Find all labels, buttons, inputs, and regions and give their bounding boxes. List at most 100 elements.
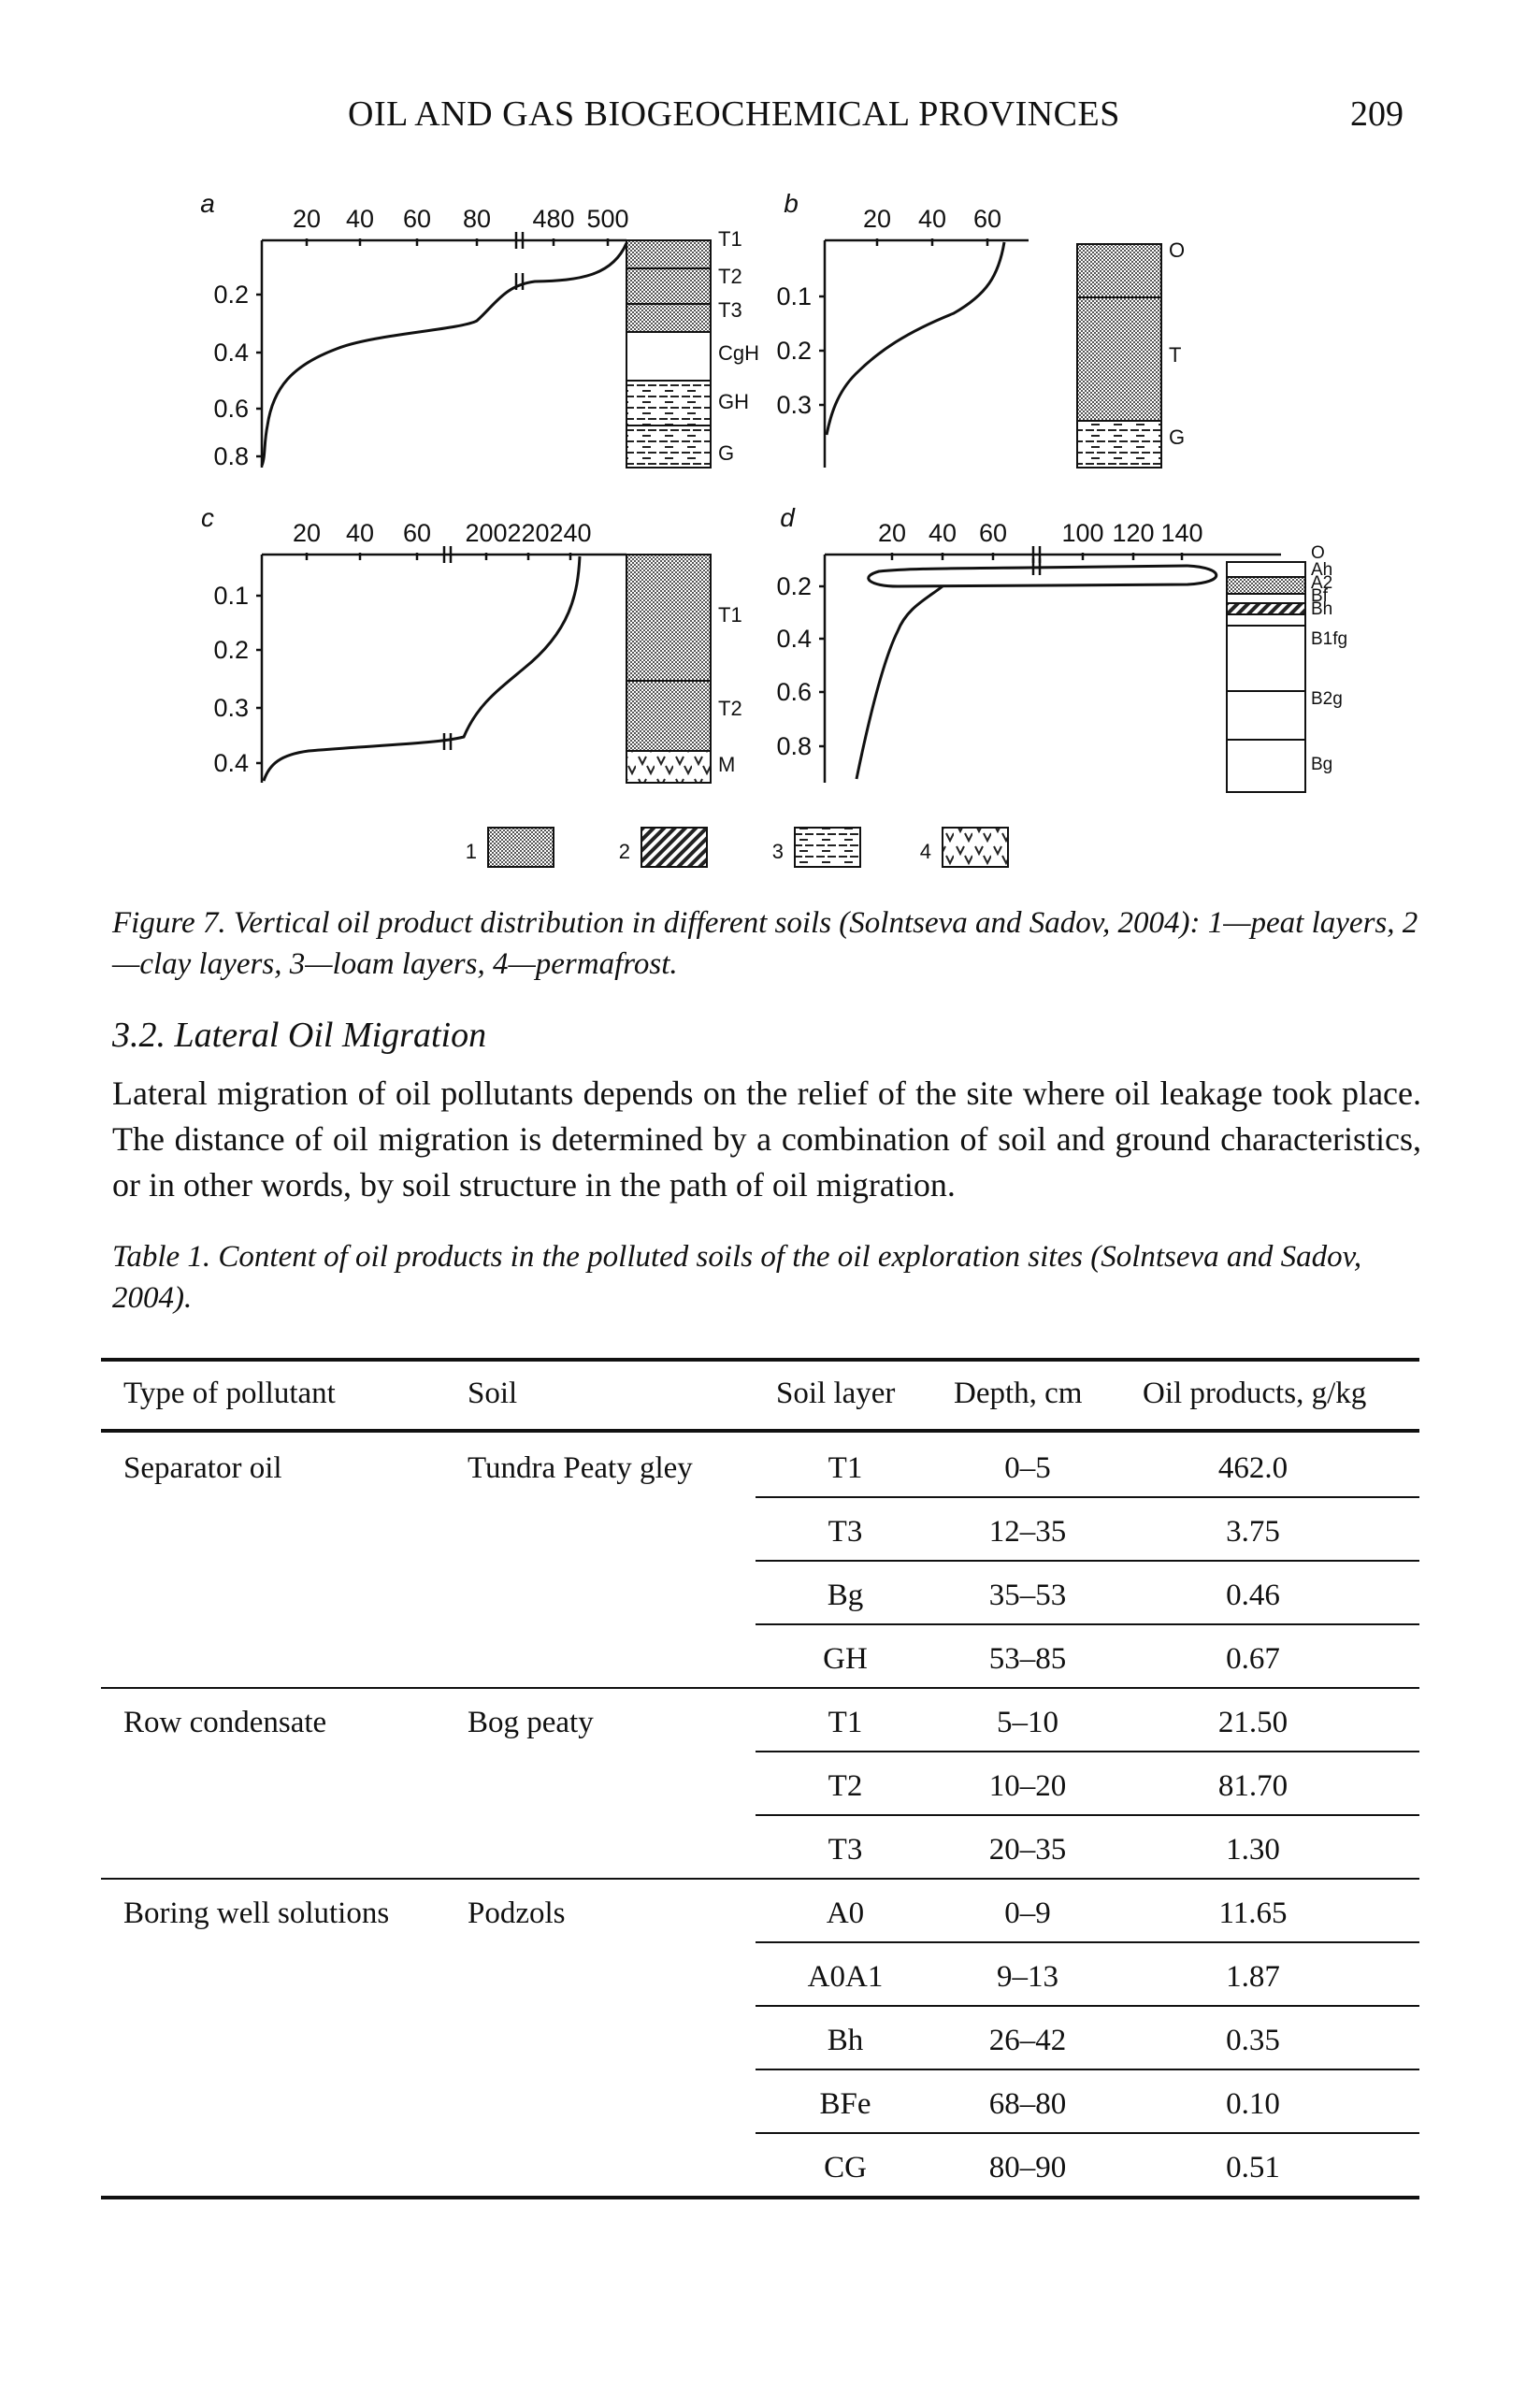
row-separator	[756, 1941, 1419, 1943]
panel-a-x-tick-label: 60	[403, 205, 431, 233]
pollutant-cell: Boring well solutions	[123, 1896, 390, 1930]
body-paragraph: Lateral migration of oil pollutants depe…	[112, 1074, 1421, 1204]
panel-d-layer-bh	[1226, 613, 1306, 627]
panel-b-layer-t	[1076, 296, 1162, 422]
depth-cell: 26–42	[988, 2024, 1067, 2057]
depth-cell: 9–13	[997, 1960, 1058, 1994]
panel-a-y-tick-label: 0.6	[213, 395, 249, 423]
panel-c-layer-label: M	[718, 753, 735, 776]
panel-c-layer-m	[626, 750, 712, 784]
panel-b-curve	[825, 241, 1006, 436]
soil-layer-cell: Bh	[827, 2024, 864, 2057]
soil-cell: Bog peaty	[468, 1706, 594, 1739]
column-header-depth: Depth, cm	[954, 1377, 1083, 1410]
oil-products-cell: 81.70	[1217, 1769, 1288, 1803]
panel-d-y-tick-label: 0.6	[776, 678, 812, 706]
depth-cell: 53–85	[988, 1642, 1067, 1676]
soil-layer-cell: Bg	[827, 1579, 864, 1612]
panel-c-x-tick-label: 40	[346, 519, 374, 547]
soil-layer-cell: A0	[826, 1896, 865, 1930]
soil-layer-cell: T1	[828, 1706, 863, 1739]
row-separator	[756, 1496, 1419, 1498]
panel-d-layer-b1fg	[1226, 625, 1306, 692]
panel-b-letter: b	[784, 192, 799, 218]
panel-c-layer-label: T1	[718, 603, 742, 627]
oil-products-cell: 11.65	[1218, 1896, 1288, 1930]
table-bottom-rule	[101, 2196, 1419, 2199]
oil-products-cell: 0.35	[1226, 2024, 1280, 2057]
legend-number: 2	[619, 840, 630, 863]
panel-a-x-tick-label: 500	[586, 205, 628, 233]
panel-d-curve-upper	[867, 564, 1218, 588]
panel-d-layer-bf	[1226, 602, 1306, 615]
oil-products-cell: 0.51	[1226, 2151, 1280, 2185]
table-caption: Table 1. Content of oil products in the …	[112, 1240, 1362, 1315]
column-header-soil-layer: Soil layer	[776, 1377, 896, 1410]
panel-a-layer-t1	[626, 239, 712, 269]
panel-a-x-tick-label: 480	[532, 205, 574, 233]
panel-a-layer-t3	[626, 303, 712, 333]
panel-c-x-tick-label: 240	[549, 519, 591, 547]
panel-c-y-tick-label: 0.1	[213, 582, 249, 610]
legend-peat-swatch	[487, 827, 554, 868]
row-separator	[756, 2069, 1419, 2070]
soil-layer-cell: A0A1	[807, 1960, 884, 1994]
panel-a-y-tick-label: 0.2	[213, 281, 249, 309]
row-separator	[756, 1814, 1419, 1816]
oil-products-cell: 0.10	[1226, 2087, 1280, 2121]
panel-d-layer-label: Bg	[1311, 755, 1332, 774]
panel-d-layer-label: Bh	[1311, 599, 1332, 619]
table-header-rule	[101, 1429, 1419, 1433]
depth-cell: 68–80	[988, 2087, 1067, 2121]
pollutant-cell: Separator oil	[123, 1451, 282, 1485]
panel-d-layer-bg	[1226, 739, 1306, 793]
panel-d-layer-a2	[1226, 593, 1306, 604]
panel-d-layer-label: O	[1311, 543, 1325, 563]
panel-b-layer-label: T	[1169, 343, 1181, 367]
panel-c-x-tick-label: 20	[293, 519, 321, 547]
panel-a-curve	[260, 242, 628, 467]
running-title: OIL AND GAS BIOGEOCHEMICAL PROVINCES	[348, 94, 1120, 134]
panel-a-layer-label: T1	[718, 227, 742, 251]
panel-a-y-tick-label: 0.8	[213, 442, 249, 470]
panel-d-y-tick-label: 0.8	[776, 732, 812, 760]
oil-products-cell: 462.0	[1217, 1451, 1288, 1485]
row-separator	[756, 1751, 1419, 1752]
panel-c-layer-t2	[626, 680, 712, 752]
panel-a-layer-label: CgH	[718, 341, 759, 365]
depth-cell: 5–10	[997, 1706, 1058, 1739]
panel-d-layer-label: Bf	[1311, 586, 1329, 606]
panel-a-x-tick-label: 20	[293, 205, 321, 233]
section-heading: 3.2. Lateral Oil Migration	[112, 1016, 487, 1055]
table-top-rule	[101, 1358, 1419, 1362]
column-header-pollutant: Type of pollutant	[123, 1377, 336, 1410]
panel-c-y-tick-label: 0.4	[213, 749, 249, 777]
panel-b-layer-label: O	[1169, 238, 1185, 262]
panel-b-layer-o	[1076, 243, 1162, 298]
panel-d-y-tick-label: 0.4	[776, 625, 812, 653]
soil-cell: Podzols	[468, 1896, 566, 1930]
panel-d-letter: d	[780, 503, 796, 532]
soil-layer-cell: T3	[828, 1515, 863, 1549]
panel-d-layer-b2g	[1226, 690, 1306, 741]
oil-products-cell: 0.67	[1226, 1642, 1280, 1676]
oil-products-cell: 1.30	[1226, 1833, 1280, 1867]
legend-number: 1	[466, 840, 477, 863]
legend-permafrost-swatch	[942, 827, 1009, 868]
panel-b-y-tick-label: 0.1	[776, 282, 812, 310]
depth-cell: 20–35	[988, 1833, 1067, 1867]
panel-a-y-tick-label: 0.4	[213, 339, 249, 367]
soil-cell: Tundra Peaty gley	[468, 1451, 693, 1485]
row-separator	[756, 2005, 1419, 2007]
panel-c-y-tick-label: 0.2	[213, 636, 249, 664]
panel-d-layer-label: Ah	[1311, 560, 1332, 580]
panel-d-layer-label: A2	[1311, 573, 1332, 593]
depth-cell: 80–90	[988, 2151, 1067, 2185]
oil-products-cell: 21.50	[1217, 1706, 1288, 1739]
row-separator	[756, 2132, 1419, 2134]
panel-c-x-tick-label: 200	[465, 519, 507, 547]
depth-cell: 35–53	[988, 1579, 1067, 1612]
panel-c-letter: c	[201, 503, 214, 532]
